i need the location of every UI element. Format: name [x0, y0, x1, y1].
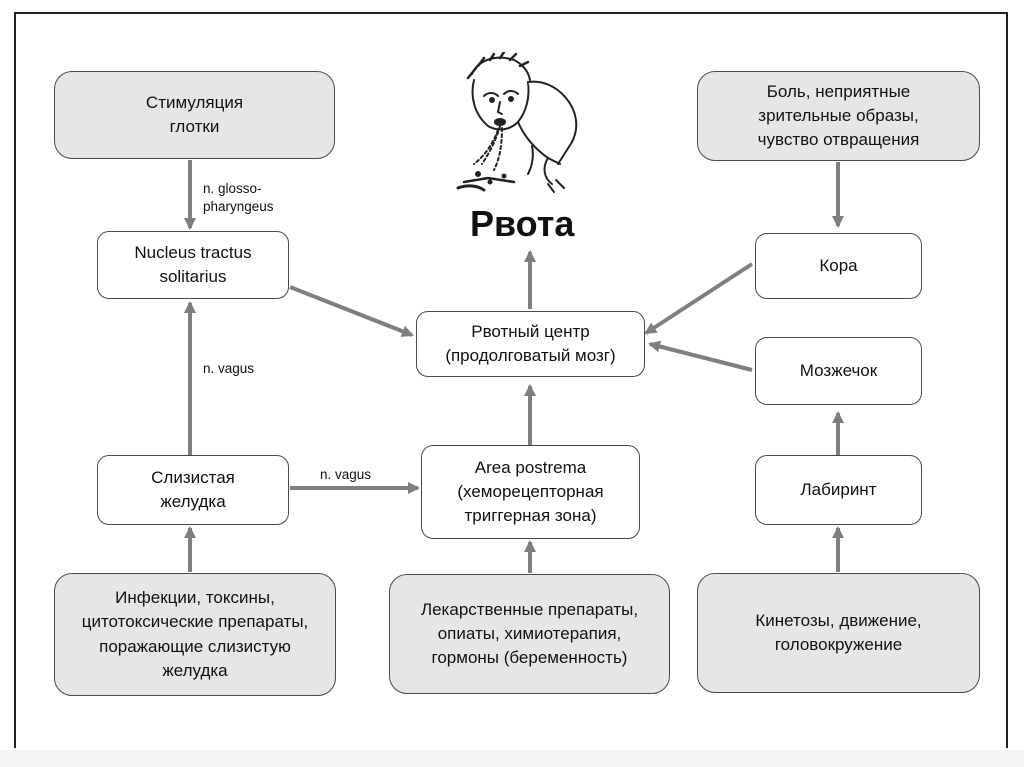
box-gastric-mucosa: Слизистая желудка [97, 455, 289, 525]
arrow-nts-to-center [290, 287, 412, 335]
box-pharynx-stimulation: Стимуляция глотки [54, 71, 335, 159]
box-vomiting-center: Рвотный центр (продолговатый мозг) [416, 311, 645, 377]
arrow-cerebellum-to-center [650, 344, 752, 370]
vomiting-person-illustration [444, 52, 584, 202]
box-cerebellum: Мозжечок [755, 337, 922, 405]
arrow-cortex-to-center [646, 264, 752, 333]
diagram-title: Рвота [470, 203, 574, 245]
box-nucleus-tractus-solitarius: Nucleus tractus solitarius [97, 231, 289, 299]
box-area-postrema: Area postrema (хеморецепторная триггерна… [421, 445, 640, 539]
label-glossopharyngeus: n. glosso- pharyngeus [203, 180, 274, 215]
label-vagus-horizontal: n. vagus [320, 466, 371, 484]
box-drugs: Лекарственные препараты, опиаты, химиоте… [389, 574, 670, 694]
box-labyrinth: Лабиринт [755, 455, 922, 525]
box-kinetosis: Кинетозы, движение, головокружение [697, 573, 980, 693]
label-vagus-vertical: n. vagus [203, 360, 254, 378]
box-pain-disgust: Боль, неприятные зрительные образы, чувс… [697, 71, 980, 161]
box-infections-toxins: Инфекции, токсины, цитотоксические препа… [54, 573, 336, 696]
box-cortex: Кора [755, 233, 922, 299]
